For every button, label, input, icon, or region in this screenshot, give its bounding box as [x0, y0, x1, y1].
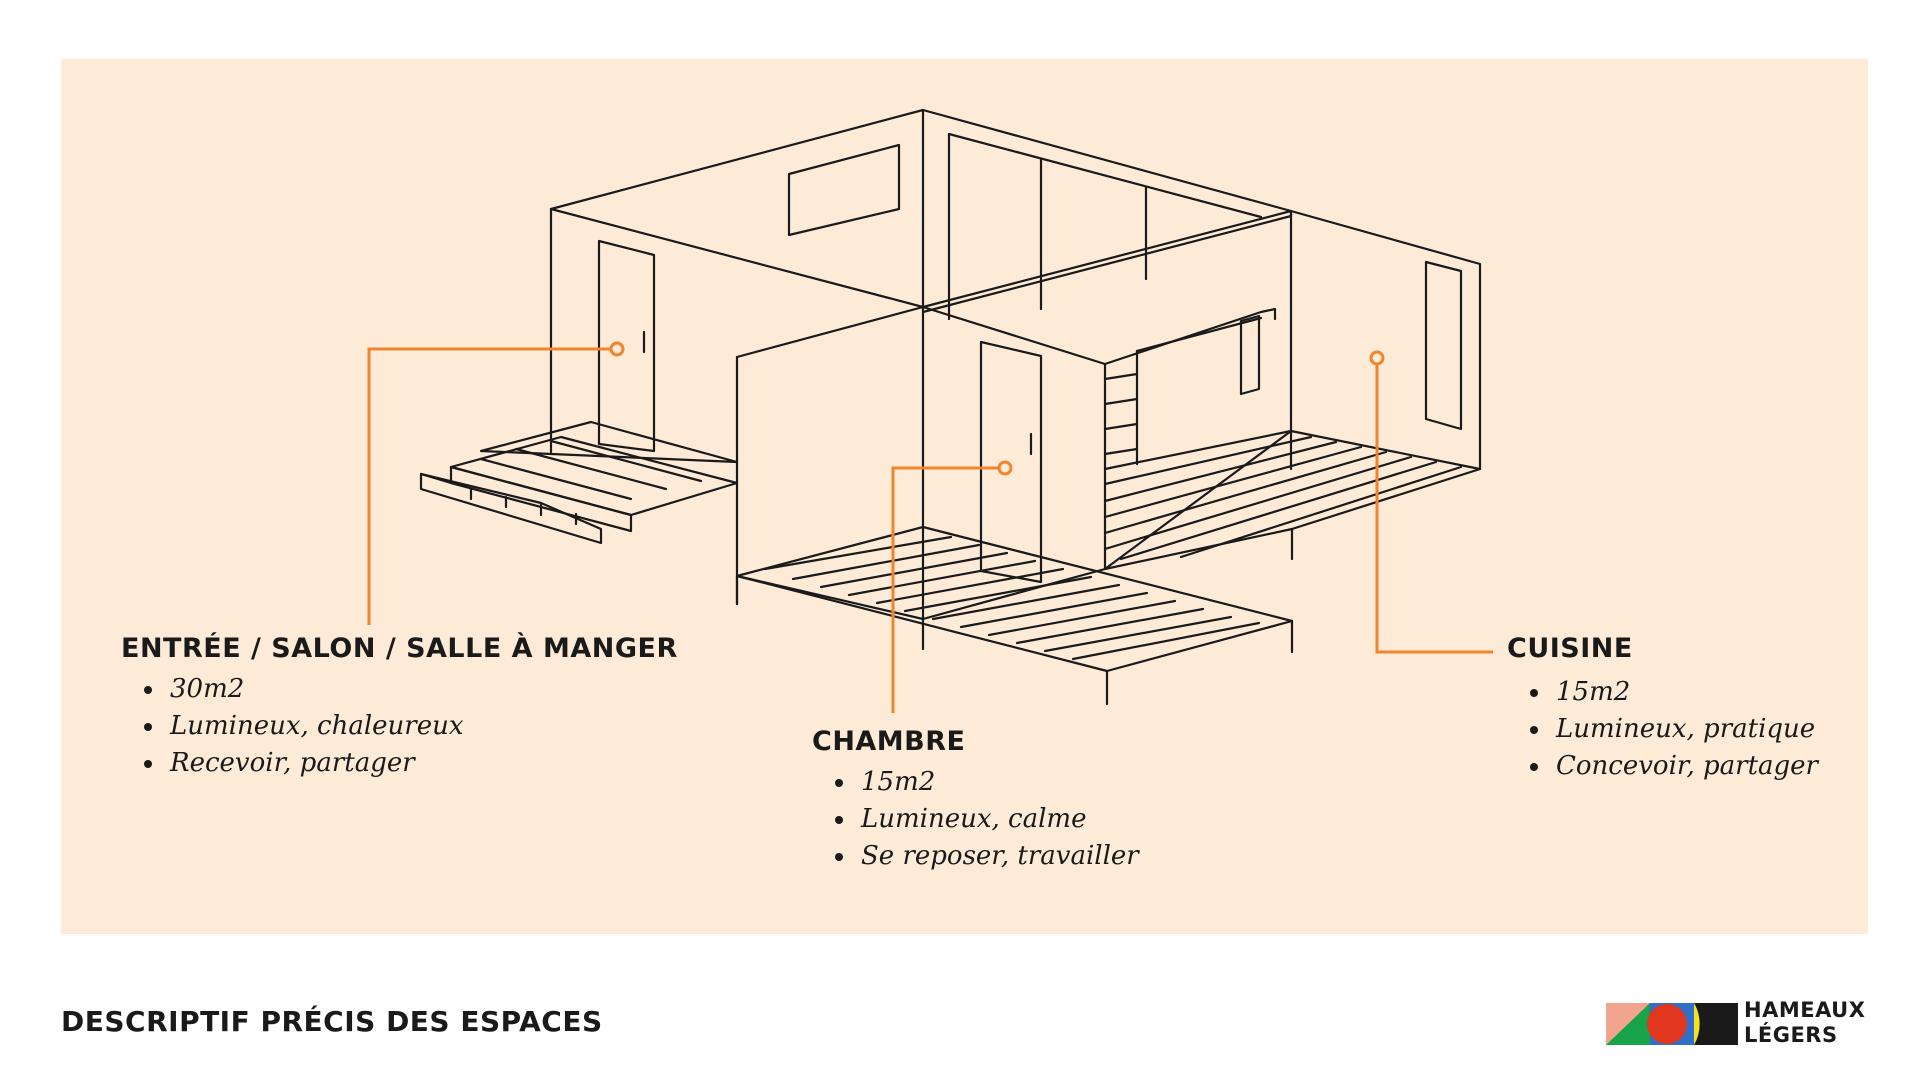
list-item: 15m2	[1552, 674, 1818, 711]
brand-name-line2: LÉGERS	[1744, 1023, 1838, 1047]
hameaux-legers-logo-icon	[1606, 1003, 1738, 1045]
list-item: 15m2	[857, 764, 1139, 801]
list-item: 30m2	[166, 671, 464, 708]
list-item: Concevoir, partager	[1552, 748, 1818, 785]
illustration-panel: ENTRÉE / SALON / SALLE À MANGER 30m2 Lum…	[61, 59, 1868, 934]
list-item: Lumineux, pratique	[1552, 711, 1818, 748]
room-title-cuisine: CUISINE	[1507, 633, 1633, 664]
room-title-entree-salon: ENTRÉE / SALON / SALLE À MANGER	[121, 633, 678, 664]
brand-name: HAMEAUX LÉGERS	[1744, 998, 1865, 1048]
list-item: Lumineux, chaleureux	[166, 708, 464, 745]
list-item: Recevoir, partager	[166, 745, 464, 782]
brand-name-line1: HAMEAUX	[1744, 998, 1866, 1022]
page-title: DESCRIPTIF PRÉCIS DES ESPACES	[61, 1005, 603, 1038]
brand-logo: HAMEAUX LÉGERS	[1606, 998, 1894, 1048]
room-features-cuisine: 15m2 Lumineux, pratique Concevoir, parta…	[1507, 674, 1818, 785]
marker-entree	[609, 341, 625, 357]
marker-chambre	[997, 460, 1013, 476]
house-isometric-drawing	[367, 108, 1493, 713]
list-item: Lumineux, calme	[857, 801, 1139, 838]
marker-cuisine	[1369, 350, 1385, 366]
room-features-chambre: 15m2 Lumineux, calme Se reposer, travail…	[812, 764, 1139, 875]
room-title-chambre: CHAMBRE	[812, 726, 966, 757]
list-item: Se reposer, travailler	[857, 838, 1139, 875]
room-features-entree-salon: 30m2 Lumineux, chaleureux Recevoir, part…	[121, 671, 464, 782]
